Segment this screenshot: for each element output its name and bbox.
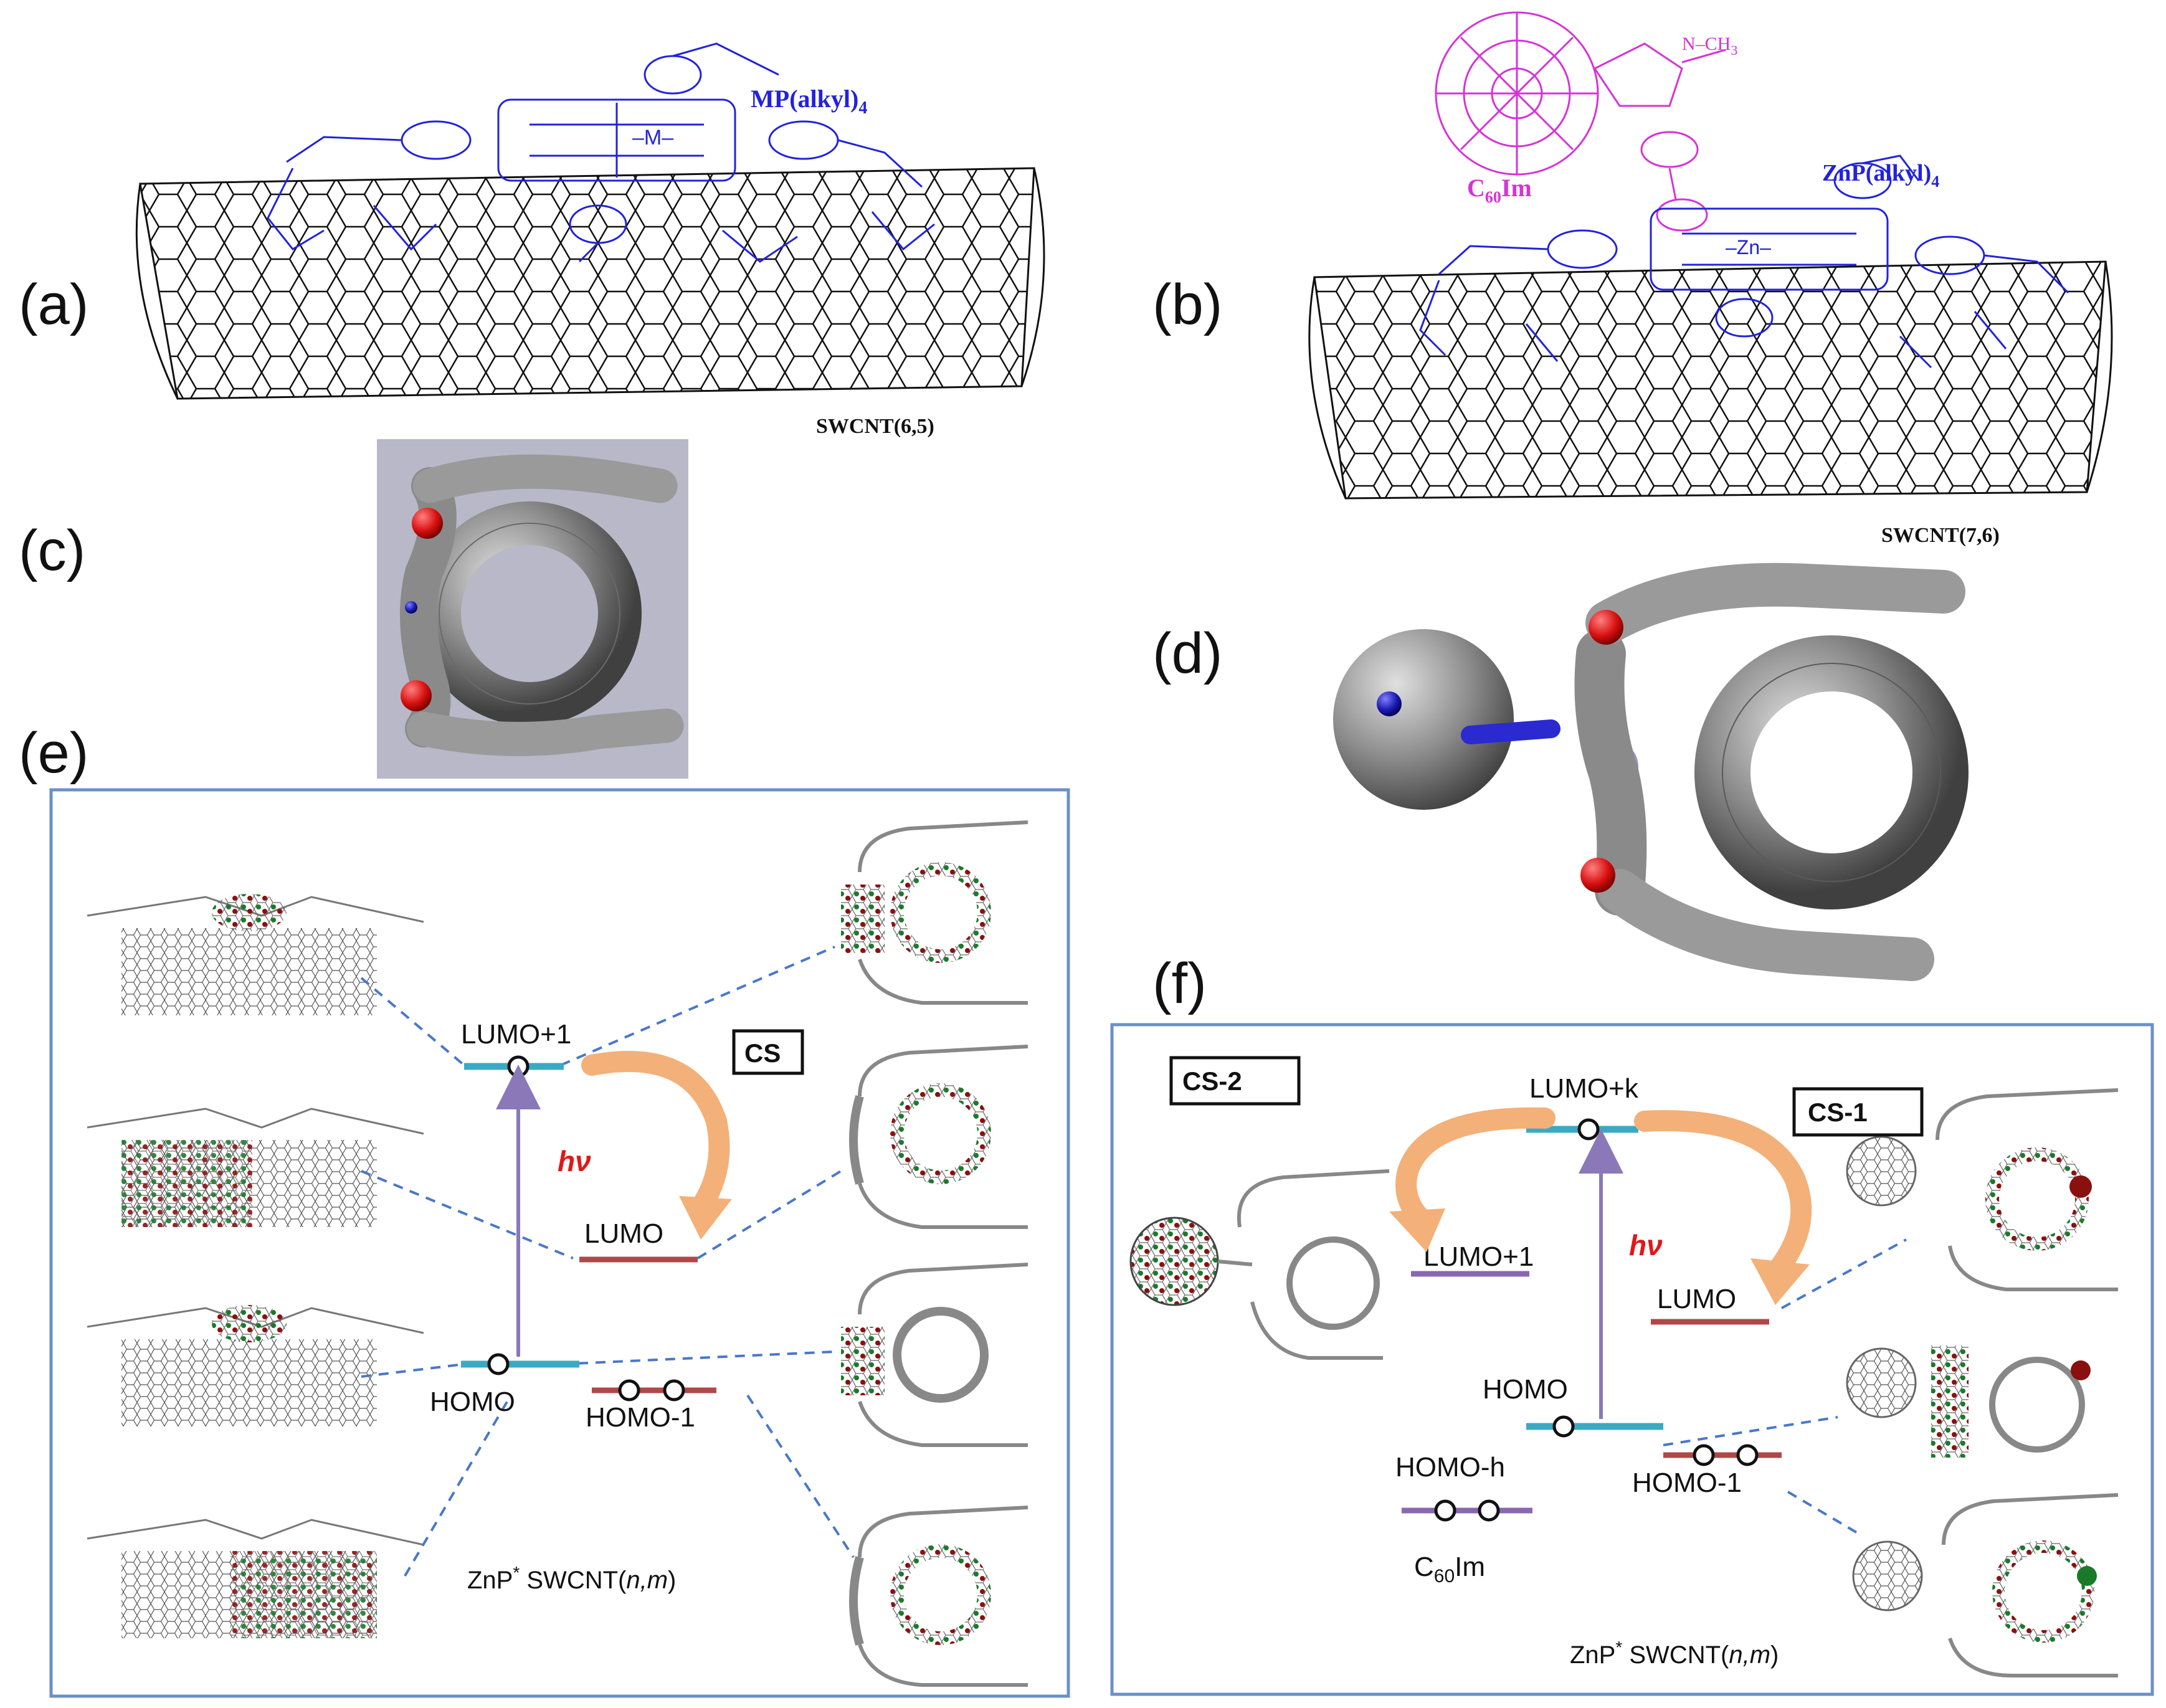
- orbital-side-homo1: [87, 1519, 424, 1638]
- orbital-side-lumo: [87, 1108, 424, 1227]
- orbital-side-lumo1: [87, 894, 424, 1015]
- svg-text:–M–: –M–: [632, 126, 673, 149]
- label-lumo1-e: LUMO+1: [461, 1019, 571, 1050]
- dashed-connectors-e: [360, 946, 855, 1577]
- electron-homo1a-e: [618, 1379, 640, 1402]
- electron-homo-f: [1552, 1415, 1575, 1438]
- label-homoh-f: HOMO-h: [1395, 1452, 1505, 1483]
- panel-e: (e): [19, 721, 1070, 1698]
- cs2-label-f: CS-2: [1182, 1066, 1242, 1096]
- electron-homo-e: [487, 1353, 510, 1375]
- caption-e: ZnP* SWCNT(n,m): [467, 1563, 676, 1594]
- porphyrin-mp-alkyl4: –M–: [267, 42, 935, 263]
- orbital-end-homo1: [849, 1506, 1028, 1687]
- orbital-side-homo: [87, 1305, 424, 1426]
- cs1-label-f: CS-1: [1808, 1098, 1868, 1127]
- panel-c-letter: (c): [19, 519, 85, 582]
- dashed-connectors-f: [1663, 1238, 1907, 1534]
- panel-e-letter: (e): [19, 721, 88, 785]
- label-homo1-f: HOMO-1: [1632, 1468, 1742, 1498]
- porphyrin-znp-alkyl4: –Zn–: [1419, 154, 2069, 369]
- electron-homo1b-f: [1736, 1444, 1759, 1466]
- label-c60im-f: C60Im: [1414, 1552, 1485, 1587]
- orbital-f-homo1: [1852, 1493, 2119, 1677]
- label-homo-e: HOMO: [430, 1387, 515, 1417]
- cs-label-e: CS: [744, 1038, 781, 1068]
- panel-c: (c): [19, 439, 688, 779]
- fullerene-c60im: [1435, 11, 1726, 232]
- cs-transfer-arrow-e: [581, 1051, 732, 1240]
- tube-label-a: SWCNT(6,5): [816, 415, 934, 438]
- panel-d-letter: (d): [1152, 622, 1222, 685]
- label-homo-f: HOMO: [1483, 1374, 1568, 1405]
- electron-homo1b-e: [663, 1379, 685, 1402]
- porphyrin-label-b: ZnP(alkyl)4: [1822, 160, 1939, 191]
- panel-f-letter: (f): [1152, 952, 1207, 1015]
- label-lumo-e: LUMO: [584, 1218, 663, 1249]
- tube-label-b: SWCNT(7,6): [1881, 524, 2000, 547]
- panel-b: (b) N–CH3 C60Im: [1152, 11, 2113, 547]
- electron-lumo1-e: [507, 1055, 530, 1078]
- space-fill-c: [400, 454, 684, 756]
- methyl-label-b: N–CH3: [1682, 34, 1737, 58]
- caption-f: ZnP* SWCNT(n,m): [1570, 1638, 1779, 1669]
- orbital-f-homo: [1846, 1345, 2091, 1458]
- nanotube-6-5: [135, 167, 1045, 400]
- electron-lumok-f: [1577, 1118, 1600, 1141]
- orbital-end-lumo: [849, 1045, 1028, 1229]
- label-lumok-f: LUMO+k: [1529, 1073, 1639, 1104]
- svg-text:–Zn–: –Zn–: [1726, 236, 1771, 259]
- cs1-box-f: [1792, 1087, 1924, 1137]
- label-lumo1-f: LUMO+1: [1423, 1241, 1534, 1272]
- cs2-transfer-arrow-f: [1389, 1107, 1556, 1252]
- label-homo1-e: HOMO-1: [586, 1402, 695, 1433]
- panel-a: (a) –M– MP(alkyl)4 SWCNT(6,5): [19, 42, 1045, 438]
- electron-homohb-f: [1478, 1499, 1500, 1522]
- orbital-f-lumo: [1846, 1088, 2119, 1291]
- nanotube-7-6: [1308, 260, 2113, 500]
- orbital-end-homo: [841, 1263, 1028, 1447]
- panel-a-letter: (a): [19, 273, 88, 336]
- orbital-end-lumo1: [841, 820, 1028, 1005]
- panel-b-letter: (b): [1152, 273, 1222, 336]
- cs-box-e: [732, 1029, 804, 1075]
- panel-d: (d): [1152, 562, 1969, 981]
- panel-f-border: [1110, 1023, 2154, 1696]
- cs1-transfer-arrow-f: [1634, 1110, 1812, 1305]
- fullerene-label-b: C60Im: [1467, 174, 1532, 206]
- orbital-c60-lumo1: [1129, 1169, 1390, 1360]
- hv-label-e: hν: [558, 1145, 591, 1177]
- porphyrin-label-a: MP(alkyl)4: [751, 85, 867, 118]
- space-fill-d: [1333, 562, 1969, 981]
- label-lumo-f: LUMO: [1657, 1284, 1736, 1314]
- electron-homoha-f: [1434, 1499, 1456, 1522]
- electron-homo1a-f: [1693, 1444, 1715, 1466]
- cs2-box-f: [1169, 1056, 1301, 1106]
- hv-label-f: hν: [1629, 1229, 1663, 1261]
- panel-f: (f): [1110, 952, 2154, 1696]
